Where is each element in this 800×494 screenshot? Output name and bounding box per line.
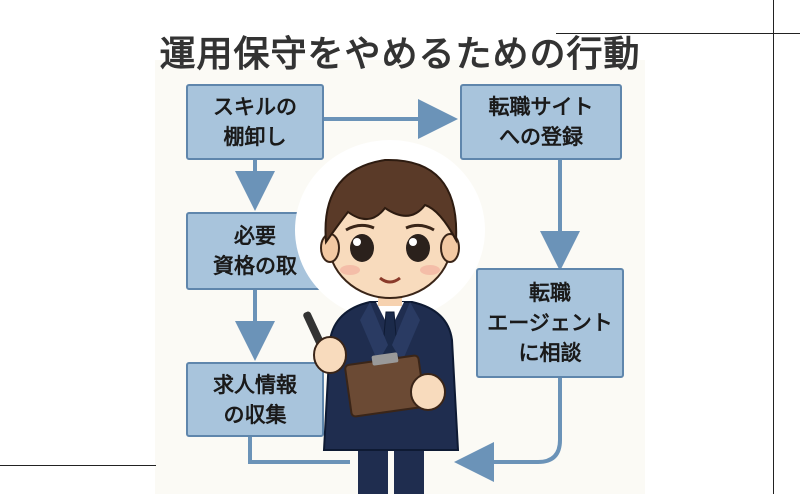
clipboard-icon — [344, 352, 426, 418]
arrow-agent-to-bottom — [454, 378, 562, 482]
step-label: 転職 エージェント に相談 — [487, 281, 613, 365]
step-label: スキルの 棚卸し — [213, 95, 297, 149]
step-box-job-info: 求人情報 の収集 — [186, 362, 324, 437]
page-title: 運用保守をやめるための行動 — [159, 34, 641, 75]
bottom-left-divider — [0, 465, 156, 466]
step-label: 求人情報 の収集 — [213, 372, 297, 427]
step-label: 転職サイト への登録 — [488, 95, 594, 149]
top-right-divider — [556, 33, 800, 34]
step-label: 必要 資格の取 — [213, 224, 297, 278]
businessman-icon — [295, 140, 485, 494]
right-vertical-divider — [773, 0, 774, 494]
step-box-job-site: 転職サイト への登録 — [460, 84, 622, 160]
arrow-jobs-to-bottom — [248, 437, 350, 464]
step-box-skill-inventory: スキルの 棚卸し — [186, 84, 324, 160]
step-box-agent: 転職 エージェント に相談 — [476, 268, 624, 378]
